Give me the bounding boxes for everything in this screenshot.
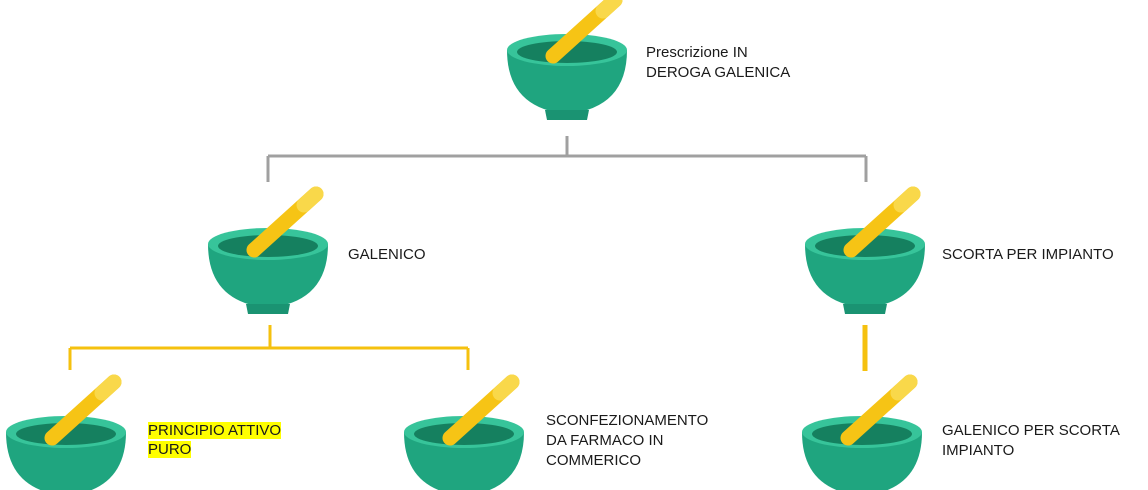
mortar-pestle-icon: [6, 382, 126, 490]
label-line: IMPIANTO: [942, 442, 1015, 459]
label-line: GALENICO PER SCORTA: [942, 422, 1120, 439]
node-label-principio: PRINCIPIO ATTIVO PURO: [148, 421, 282, 459]
mortar-pestle-icon: [507, 0, 627, 120]
gray-connector: [266, 136, 868, 182]
mortar-pestle-icon: [404, 382, 524, 490]
node-label-sconfezionamento: SCONFEZIONAMENTO DA FARMACO IN COMMERICO: [546, 411, 708, 471]
node-label-galenico-scorta: GALENICO PER SCORTA IMPIANTO: [942, 421, 1120, 461]
mortar-pestle-icon: [805, 194, 925, 314]
node-label-galenico: GALENICO: [348, 245, 426, 265]
label-line: Prescrizione IN: [646, 44, 748, 61]
mortar-pestle-icon: [802, 382, 922, 490]
yellow-connector-left: [68, 325, 470, 370]
mortar-pestle-icon: [208, 194, 328, 314]
label-line: DA FARMACO IN: [546, 432, 664, 449]
node-label-scorta: SCORTA PER IMPIANTO: [942, 245, 1114, 265]
label-line: SCORTA PER IMPIANTO: [942, 246, 1114, 263]
label-line-highlighted: PRINCIPIO ATTIVO: [148, 422, 282, 439]
label-line: SCONFEZIONAMENTO: [546, 412, 709, 429]
label-line-highlighted: PURO: [148, 441, 192, 458]
label-line: COMMERICO: [546, 452, 641, 469]
label-line: DEROGA GALENICA: [646, 64, 791, 81]
label-line: GALENICO: [348, 246, 426, 263]
node-label-root: Prescrizione IN DEROGA GALENICA: [646, 43, 790, 83]
